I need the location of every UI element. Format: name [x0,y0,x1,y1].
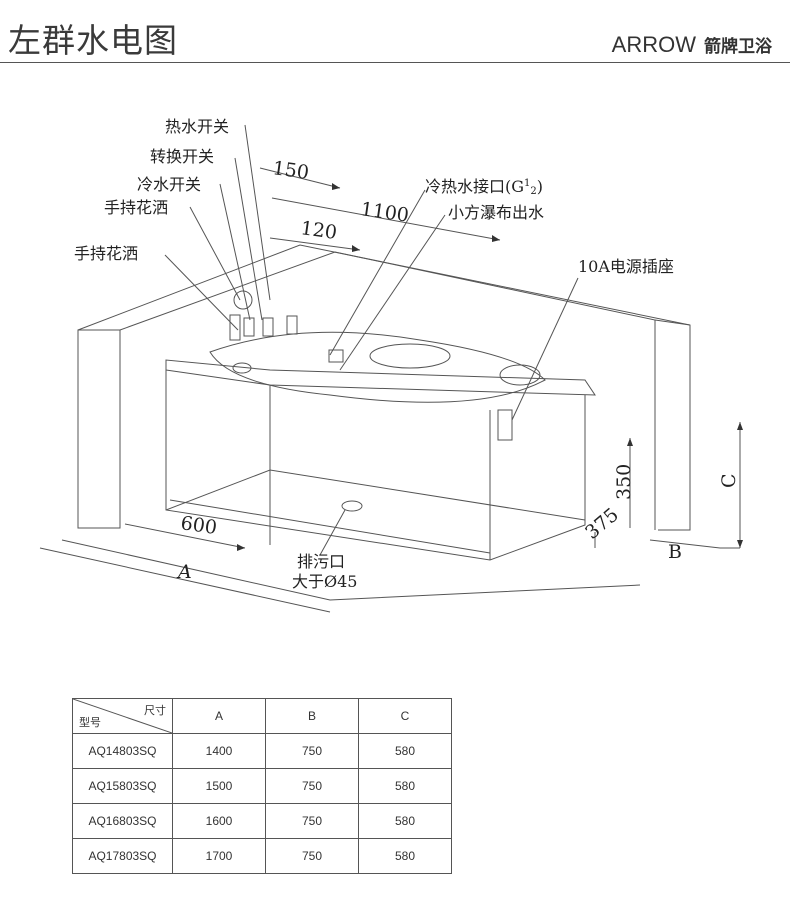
faucet-set [229,290,344,363]
dim-120: 120 [299,217,338,244]
label-drain: 排污口 [297,552,345,571]
dim-b: B [668,541,682,563]
wall-outline [77,244,691,531]
label-hot-water-switch: 热水开关 [165,117,229,136]
cell-a: 1600 [172,803,266,839]
dim-600: 600 [179,512,218,539]
label-water-inlet-sup: 1 [524,178,530,189]
dim-150: 150 [271,157,310,184]
table-row: AQ16803SQ 1600 750 580 [72,803,452,839]
cell-a: 1400 [172,733,266,769]
drain-hole [341,500,363,512]
label-water-inlet-close: ) [537,177,543,196]
cell-b: 750 [265,768,359,804]
cell-model: AQ17803SQ [72,838,173,874]
table-row: AQ17803SQ 1700 750 580 [72,838,452,874]
column-header-a: A [172,698,266,734]
bathtub-diagram: 热水开关 转换开关 冷水开关 手持花洒 手持花洒 冷热水接口(G12) 小方瀑布… [39,117,743,613]
table-row: AQ14803SQ 1400 750 580 [72,733,452,769]
table-row: AQ15803SQ 1500 750 580 [72,768,452,804]
label-diverter-switch: 转换开关 [150,147,214,166]
cell-b: 750 [265,838,359,874]
header-size-label: 尺寸 [144,705,166,717]
cell-c: 580 [358,803,452,839]
cell-b: 750 [265,733,359,769]
label-hand-shower-lower: 手持花洒 [74,244,138,263]
label-water-inlet-text: 冷热水接口(G [425,177,524,196]
leader-lines [164,124,579,556]
label-cold-water-switch: 冷水开关 [137,175,201,194]
label-water-inlet-sub: 2 [530,186,536,197]
cell-b: 750 [265,803,359,839]
page-header: 左群水电图 ARROW 箭牌卫浴 [0,0,790,64]
page-title: 左群水电图 [8,21,178,60]
dim-a: A [176,561,192,583]
table-header-row: 尺寸 型号 A B C [72,698,452,734]
header-divider [0,62,790,63]
cell-model: AQ14803SQ [72,733,173,769]
table-corner-cell: 尺寸 型号 [72,698,173,734]
label-water-inlet: 冷热水接口(G12) [425,177,543,197]
power-socket [497,409,513,441]
label-drain-size: 大于Ø45 [292,572,357,591]
arrowheads [237,183,743,551]
dim-1100: 1100 [359,198,410,227]
cell-c: 580 [358,733,452,769]
brand-mark: ARROW 箭牌卫浴 [612,32,772,58]
cell-model: AQ16803SQ [72,803,173,839]
dimension-lines [39,167,741,613]
cell-a: 1700 [172,838,266,874]
diagonal-line [73,699,172,733]
cell-c: 580 [358,768,452,804]
brand-name-cn: 箭牌卫浴 [704,37,772,57]
spec-table: 尺寸 型号 A B C AQ14803SQ 1400 750 580 AQ158… [72,698,452,874]
cell-model: AQ15803SQ [72,768,173,804]
brand-name-en: ARROW [611,32,696,57]
label-hand-shower-upper: 手持花洒 [104,198,168,217]
tub-outline [165,331,596,561]
header-model-label: 型号 [79,717,101,729]
label-waterfall-outlet: 小方瀑布出水 [448,203,544,222]
dim-375: 375 [581,504,623,544]
dim-c: C [718,473,740,488]
column-header-c: C [358,698,452,734]
column-header-b: B [265,698,359,734]
dim-350: 350 [613,464,635,500]
cell-c: 580 [358,838,452,874]
label-power-socket: 10A电源插座 [578,257,674,276]
cell-a: 1500 [172,768,266,804]
